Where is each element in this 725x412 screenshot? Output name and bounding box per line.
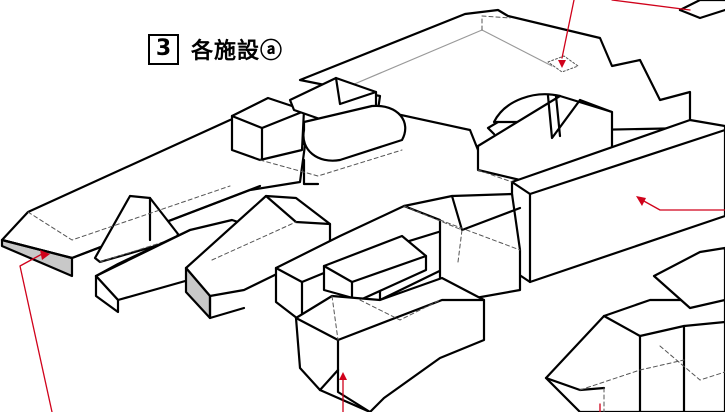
section-heading: 3 各施設ⓐ	[148, 32, 283, 66]
central-stepped-buildings	[274, 192, 522, 324]
section-number-box: 3	[148, 33, 179, 65]
bottom-right-cluster	[544, 246, 725, 412]
lower-left-folded-structure	[94, 194, 332, 320]
section-title: 各施設ⓐ	[191, 39, 284, 64]
upper-small-buildings	[230, 76, 407, 186]
leader-lines	[19, 0, 725, 412]
